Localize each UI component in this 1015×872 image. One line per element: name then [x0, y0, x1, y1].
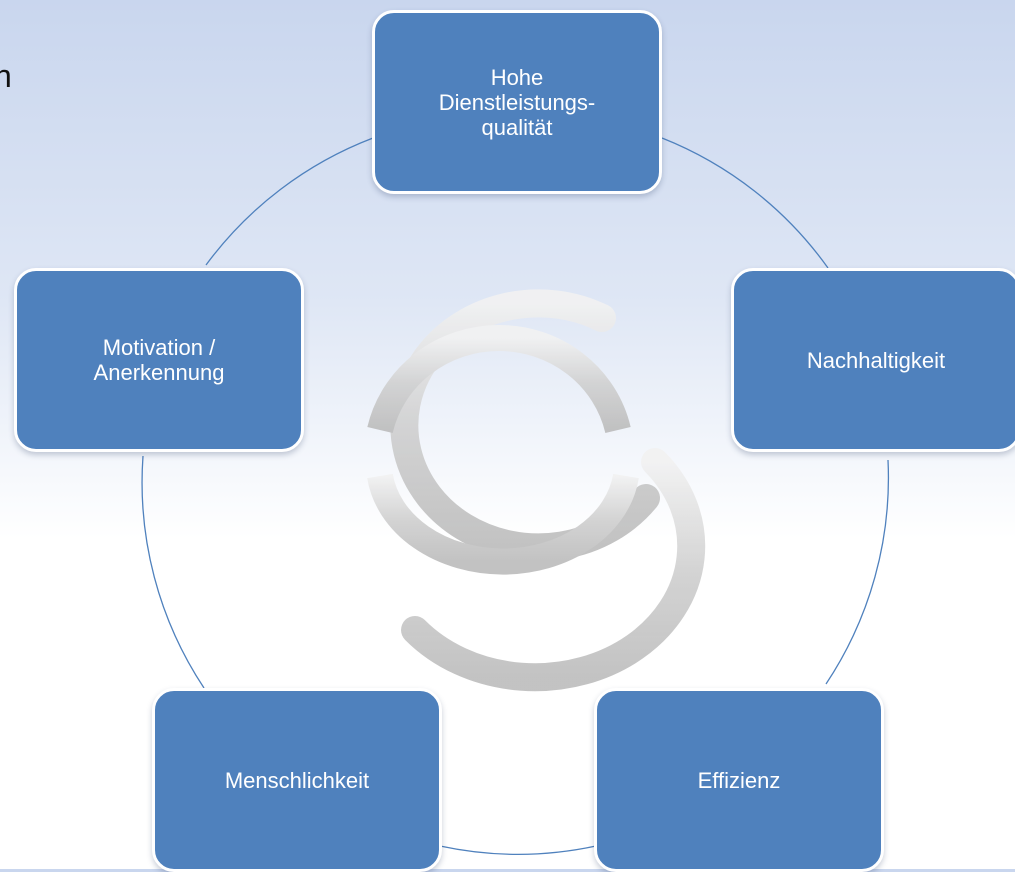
connector-bottomleft-left [141, 455, 205, 689]
node-high-service-quality: Hohe Dienstleistungs- qualität [372, 10, 662, 194]
node-label: Menschlichkeit [224, 767, 370, 793]
node-label: Motivation / Anerkennung [93, 335, 225, 385]
connector-right-bottomright [825, 459, 890, 685]
node-motivation-recognition: Motivation / Anerkennung [14, 268, 304, 452]
node-label: Hohe Dienstleistungs- qualität [438, 64, 596, 140]
node-sustainability: Nachhaltigkeit [731, 268, 1015, 452]
cropped-text-fragment-bottom: . [0, 595, 3, 627]
cropped-text-fragment-top: n [0, 58, 12, 94]
es-monogram-logo-icon [367, 289, 706, 692]
connector-top-right [661, 137, 829, 269]
connector-bottomright-bottomleft [439, 845, 597, 855]
cycle-connectors [141, 137, 890, 855]
node-label: Effizienz [697, 767, 781, 793]
connector-left-top [205, 137, 374, 266]
node-humanity: Menschlichkeit [152, 688, 442, 872]
node-label: Nachhaltigkeit [806, 347, 946, 373]
node-efficiency: Effizienz [594, 688, 884, 872]
